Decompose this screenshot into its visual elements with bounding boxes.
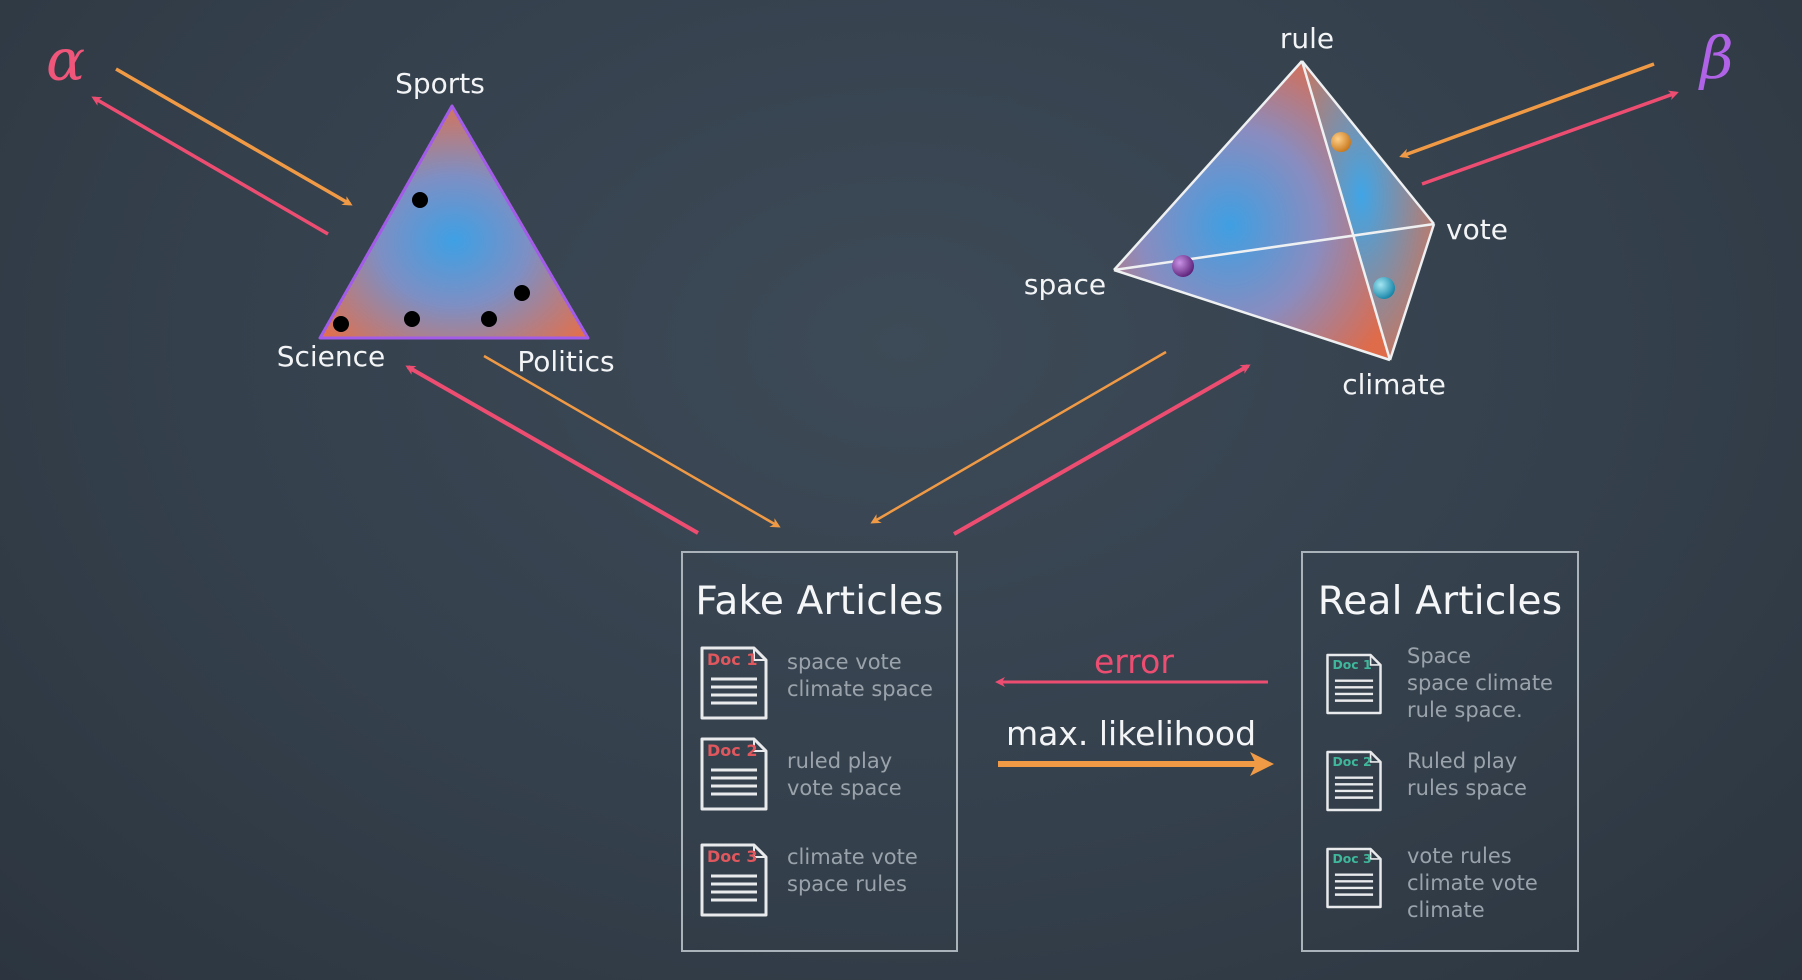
real-doc-2-text: Ruled play rules space [1407, 748, 1527, 802]
topic-point [333, 316, 349, 332]
error-label: error [1094, 642, 1174, 681]
doc-line: climate vote [787, 845, 918, 869]
sports-label: Sports [395, 67, 485, 100]
doc-line: rules space [1407, 776, 1527, 800]
fake-doc-2-text: ruled play vote space [787, 748, 902, 802]
tetrahedron-to-beta-arrow [1421, 90, 1679, 186]
doc-line: vote space [787, 776, 902, 800]
max-likelihood-label: max. likelihood [1006, 714, 1257, 753]
fake-doc-1: Doc 1 space vote climate space [699, 645, 952, 729]
vote-label: vote [1446, 213, 1508, 246]
real-doc-3: Doc 3 vote rules climate vote climate [1319, 843, 1573, 929]
doc-line: Space [1407, 644, 1471, 668]
alpha-symbol: α [46, 26, 85, 94]
fake-doc-3: Doc 3 climate vote space rules [699, 842, 952, 926]
document-icon: Doc 3 [1326, 847, 1382, 909]
word-simplex: rule space vote climate [1024, 22, 1508, 401]
topic-triangle [318, 104, 590, 340]
fake-to-topics-arrow [405, 365, 699, 535]
real-doc-tag: Doc 3 [1332, 851, 1371, 866]
real-articles-box: Real Articles Doc 1 Space space climate … [1301, 551, 1579, 952]
fake-doc-1-text: space vote climate space [787, 649, 933, 703]
rule-label: rule [1280, 22, 1334, 55]
tetra-face-left [1114, 61, 1390, 360]
politics-label: Politics [517, 345, 614, 378]
doc-line: climate space [787, 677, 933, 701]
doc-line: Ruled play [1407, 749, 1518, 773]
doc-line: rule space. [1407, 698, 1523, 722]
fake-doc-2: Doc 2 ruled play vote space [699, 736, 952, 820]
space-label: space [1024, 268, 1106, 301]
words-to-fake-arrow [870, 350, 1167, 524]
real-doc-1: Doc 1 Space space climate rule space. [1319, 644, 1573, 735]
doc-line: space climate [1407, 671, 1553, 695]
real-doc-tag: Doc 1 [1332, 657, 1371, 672]
document-icon: Doc 2 [700, 737, 768, 811]
doc-line: space rules [787, 872, 907, 896]
real-doc-3-text: vote rules climate vote climate [1407, 843, 1538, 924]
word-point-blue [1373, 277, 1395, 299]
real-doc-1-text: Space space climate rule space. [1407, 643, 1553, 724]
doc-line: climate vote [1407, 871, 1538, 895]
doc-line: climate [1407, 898, 1485, 922]
topic-point [481, 311, 497, 327]
topic-point [514, 285, 530, 301]
doc-line: space vote [787, 650, 902, 674]
document-icon: Doc 3 [700, 843, 768, 917]
beta-symbol: β [1698, 24, 1734, 92]
document-icon: Doc 1 [1326, 653, 1382, 715]
climate-label: climate [1342, 368, 1446, 401]
alpha-to-triangle-arrow [115, 67, 353, 206]
fake-doc-tag: Doc 2 [707, 741, 757, 760]
topic-point [404, 311, 420, 327]
document-icon: Doc 1 [700, 646, 768, 720]
fake-doc-tag: Doc 3 [707, 847, 757, 866]
fake-to-words-arrow [953, 364, 1251, 536]
doc-line: vote rules [1407, 844, 1512, 868]
topic-simplex: Sports Science Politics [277, 67, 615, 378]
topic-point [412, 192, 428, 208]
real-articles-title: Real Articles [1317, 579, 1563, 624]
science-label: Science [277, 340, 386, 373]
triangle-to-alpha-arrow [91, 96, 329, 236]
word-point-orange [1331, 132, 1351, 152]
beta-to-tetrahedron-arrow [1399, 62, 1655, 159]
fake-articles-title: Fake Articles [695, 579, 944, 624]
document-icon: Doc 2 [1326, 750, 1382, 812]
real-doc-tag: Doc 2 [1332, 754, 1371, 769]
doc-line: ruled play [787, 749, 893, 773]
topics-to-fake-arrow [483, 354, 781, 528]
real-doc-2: Doc 2 Ruled play rules space [1319, 748, 1573, 832]
fake-articles-box: Fake Articles Doc 1 space vote climate s… [681, 551, 958, 952]
fake-doc-3-text: climate vote space rules [787, 844, 918, 898]
word-point-purple [1172, 255, 1194, 277]
fake-doc-tag: Doc 1 [707, 650, 757, 669]
